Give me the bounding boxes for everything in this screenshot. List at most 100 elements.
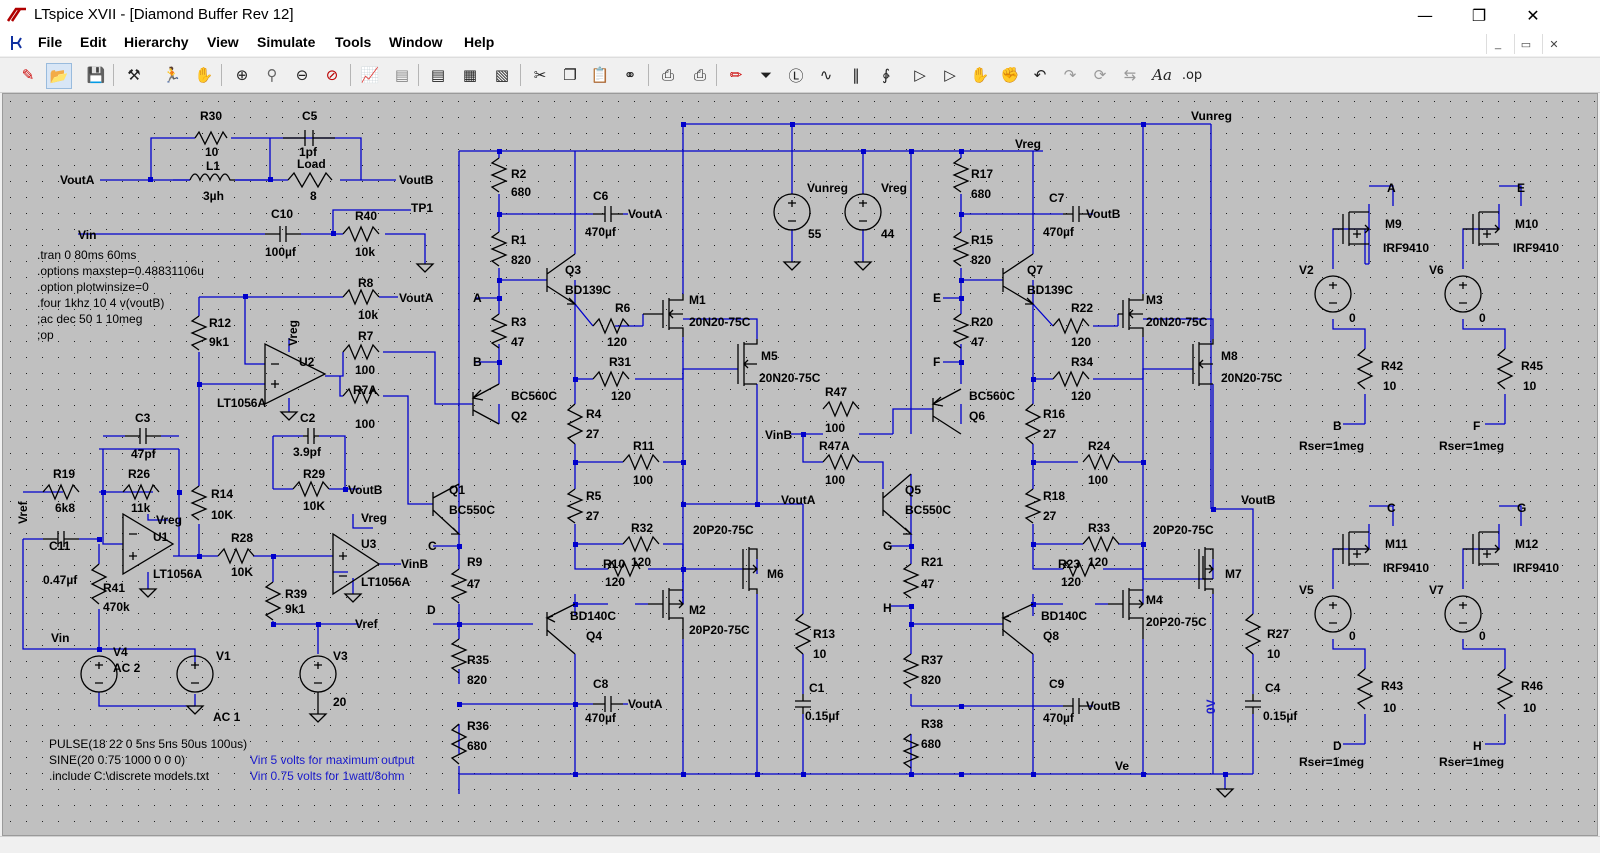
cut-icon[interactable]: ✂: [533, 66, 547, 84]
resistor-r12[interactable]: [190, 315, 208, 351]
resistor-r42[interactable]: [1356, 348, 1374, 390]
resistor-r15[interactable]: [952, 231, 970, 267]
autorange-icon[interactable]: 📈: [360, 66, 380, 84]
cascade-icon[interactable]: ▧: [494, 66, 510, 84]
find-icon[interactable]: ⚭: [623, 66, 637, 84]
capacitor-icon[interactable]: ‖: [852, 66, 860, 84]
resistor-r37[interactable]: [902, 653, 920, 689]
resistor-r43[interactable]: [1356, 668, 1374, 710]
control-panel-icon[interactable]: ⚒: [127, 66, 141, 84]
fft-icon[interactable]: ▤: [394, 66, 410, 84]
transistor-q6[interactable]: [931, 388, 962, 435]
transistor-q4[interactable]: [545, 603, 576, 655]
menu-edit[interactable]: Edit: [80, 34, 107, 50]
resistor-r13[interactable]: [794, 613, 812, 655]
spice-directive-icon[interactable]: .op: [1181, 67, 1203, 83]
opamp-u1[interactable]: [122, 512, 175, 576]
mosfet-m1[interactable]: [643, 294, 684, 337]
transistor-q1[interactable]: [432, 483, 461, 535]
transistor-q7[interactable]: [1002, 253, 1035, 305]
menu-window[interactable]: Window: [389, 34, 443, 50]
menu-help[interactable]: Help: [464, 34, 495, 50]
paste-icon[interactable]: 📋: [590, 66, 610, 84]
inductor-l1[interactable]: [189, 173, 235, 182]
run-icon[interactable]: 🏃: [162, 66, 182, 84]
resistor-r22[interactable]: [1052, 317, 1090, 335]
zoom-in-icon[interactable]: ⊕: [235, 66, 249, 84]
drag-icon[interactable]: ✊: [1000, 66, 1020, 84]
mosfet-m6[interactable]: [742, 547, 758, 594]
resistor-r28[interactable]: [217, 547, 255, 565]
zoom-cancel-icon[interactable]: ⊘: [325, 66, 339, 84]
schematic-doc-icon[interactable]: [8, 33, 30, 53]
transistor-q2[interactable]: [471, 383, 500, 425]
new-schematic-icon[interactable]: ✎: [21, 66, 35, 84]
component-icon[interactable]: ▷: [944, 66, 956, 84]
voltage-source-vreg[interactable]: [844, 193, 882, 231]
resistor-r33[interactable]: [1082, 535, 1120, 553]
resistor-r1[interactable]: [490, 231, 508, 267]
resistor-r34[interactable]: [1052, 370, 1090, 388]
resistor-r20[interactable]: [952, 313, 970, 349]
resistor-r8[interactable]: [342, 288, 380, 306]
copy-icon[interactable]: ❐: [563, 66, 577, 84]
resistor-r5[interactable]: [566, 488, 584, 524]
resistor-r7a[interactable]: [342, 387, 380, 405]
capacitor-c10[interactable]: [265, 226, 301, 242]
restore-button[interactable]: ❐: [1471, 5, 1487, 25]
resistor-r17[interactable]: [952, 157, 970, 193]
mosfet-m10[interactable]: [1463, 211, 1500, 246]
capacitor-c8[interactable]: [593, 696, 623, 712]
menu-simulate[interactable]: Simulate: [257, 34, 316, 50]
inductor-icon[interactable]: ∳: [882, 66, 890, 84]
schematic-canvas[interactable]: R30 10 C5 1pf L1 3µh Load 8 VoutA VoutB …: [3, 94, 1597, 835]
pan-icon[interactable]: ⚲: [266, 66, 278, 84]
resistor-r9[interactable]: [450, 568, 468, 604]
mdi-close-button[interactable]: ✕: [1542, 34, 1565, 54]
draw-wire-icon[interactable]: ✏: [729, 66, 743, 84]
resistor-r19[interactable]: [42, 483, 80, 501]
voltage-source-v4[interactable]: [80, 655, 118, 693]
tile-horizontal-icon[interactable]: ▦: [462, 66, 478, 84]
diode-icon[interactable]: ▷: [914, 66, 926, 84]
open-folder-icon[interactable]: 📂: [46, 63, 72, 89]
resistor-r39[interactable]: [264, 581, 282, 621]
resistor-r7[interactable]: [342, 343, 380, 361]
voltage-source-v2[interactable]: [1314, 275, 1352, 313]
transistor-q8[interactable]: [1001, 603, 1034, 655]
menu-hierarchy[interactable]: Hierarchy: [124, 34, 189, 50]
resistor-r27[interactable]: [1244, 613, 1262, 655]
resistor-r40[interactable]: [342, 225, 380, 243]
resistor-r32[interactable]: [622, 535, 660, 553]
label-net-icon[interactable]: Ⓛ: [788, 66, 804, 85]
resistor-r18[interactable]: [1024, 488, 1042, 524]
voltage-source-v5[interactable]: [1314, 595, 1352, 633]
resistor-r21[interactable]: [902, 563, 920, 599]
mosfet-m9[interactable]: [1333, 211, 1370, 246]
resistor-r4[interactable]: [566, 403, 584, 445]
mosfet-m11[interactable]: [1333, 531, 1370, 566]
opamp-u3[interactable]: [332, 532, 381, 596]
rotate-icon[interactable]: ⟳: [1093, 66, 1107, 84]
resistor-r36[interactable]: [450, 723, 468, 765]
resistor-load[interactable]: [287, 171, 333, 189]
resistor-r45[interactable]: [1496, 348, 1514, 390]
text-icon[interactable]: Aa: [1152, 66, 1172, 84]
resistor-r24[interactable]: [1082, 453, 1120, 471]
resistor-r10[interactable]: [607, 560, 641, 578]
mosfet-m7[interactable]: [1198, 547, 1214, 594]
voltage-source-v7[interactable]: [1444, 595, 1482, 633]
resistor-icon[interactable]: ∿: [819, 66, 833, 84]
mosfet-m4[interactable]: [1108, 588, 1144, 639]
resistor-r41[interactable]: [90, 563, 108, 605]
minimize-button[interactable]: —: [1417, 5, 1433, 25]
redo-icon[interactable]: ↷: [1063, 66, 1077, 84]
resistor-r2[interactable]: [490, 157, 508, 193]
capacitor-c11[interactable]: [43, 531, 79, 547]
mosfet-m5[interactable]: [737, 339, 758, 386]
resistor-r35[interactable]: [450, 638, 468, 674]
mdi-restore-button[interactable]: ▭: [1514, 34, 1537, 54]
menu-file[interactable]: File: [38, 34, 63, 50]
resistor-r46[interactable]: [1496, 668, 1514, 710]
resistor-r38[interactable]: [902, 733, 920, 769]
